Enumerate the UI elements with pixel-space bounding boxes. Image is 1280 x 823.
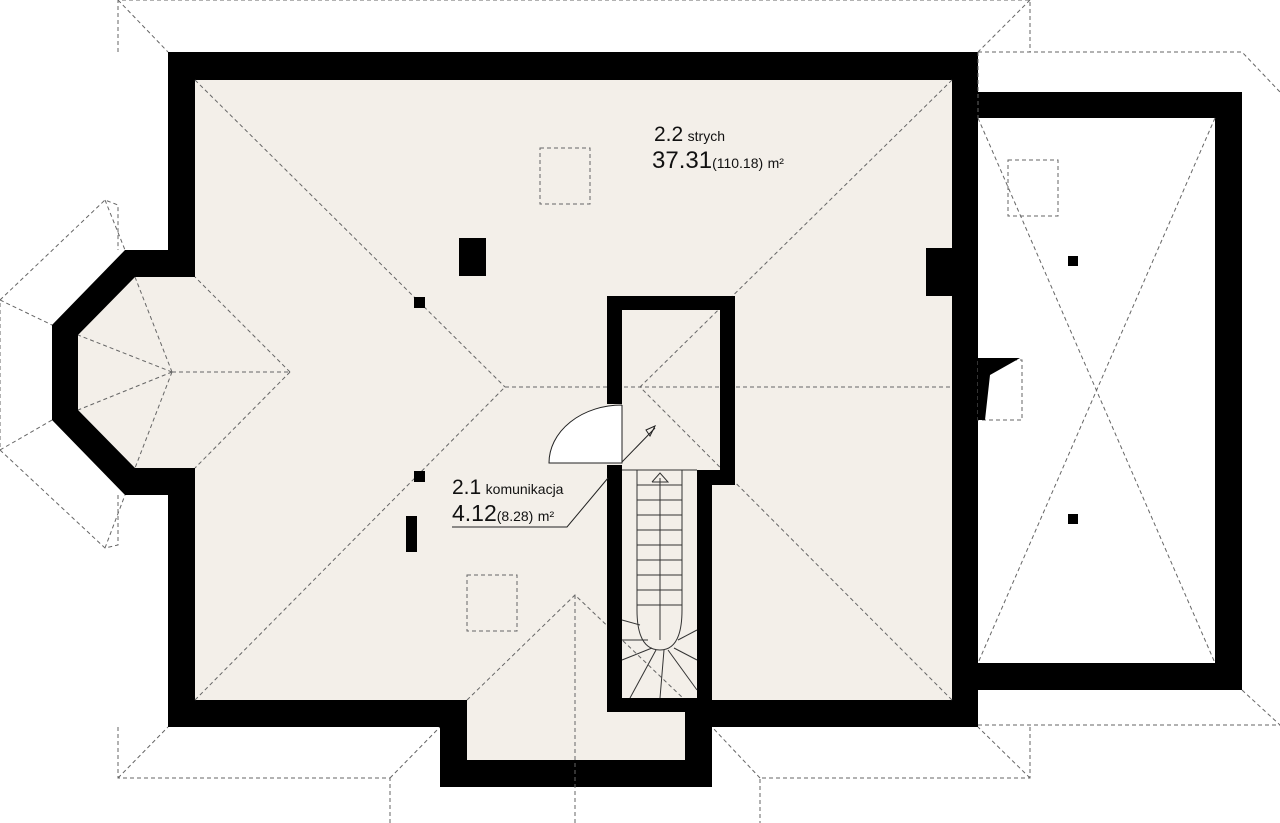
- room-name: komunikacja: [485, 481, 564, 497]
- post: [406, 516, 417, 552]
- room-label-komunikacja: 2.1 komunikacja: [452, 477, 563, 498]
- staircase: [621, 469, 698, 699]
- room-number: 2.2: [654, 123, 684, 146]
- skylight: [466, 574, 518, 632]
- skylight: [539, 147, 591, 205]
- direction-arrow: [621, 427, 656, 463]
- door-swing[interactable]: [548, 404, 623, 464]
- room-area-total: (8.28): [496, 508, 534, 524]
- room-area-komunikacja: 4.12(8.28) m²: [452, 502, 554, 525]
- stair-core: [607, 296, 735, 712]
- room-number: 2.1: [452, 476, 482, 499]
- room-area-strych: 37.31(110.18) m²: [652, 149, 784, 173]
- room-area-total: (110.18): [712, 155, 764, 171]
- attic-floor: [78, 80, 952, 760]
- post: [1068, 256, 1078, 266]
- post: [414, 471, 425, 482]
- label-leader: [452, 477, 609, 528]
- room-area: 37.31: [652, 147, 713, 174]
- room-area: 4.12: [452, 500, 497, 526]
- area-unit: m²: [767, 155, 784, 171]
- post: [1068, 514, 1078, 524]
- wall-fragment: [978, 358, 1020, 420]
- area-unit: m²: [537, 508, 555, 524]
- post: [414, 297, 425, 308]
- chimney: [459, 238, 486, 276]
- room-label-strych: 2.2 strych: [654, 124, 725, 145]
- chimney: [926, 248, 952, 296]
- room-name: strych: [687, 128, 725, 144]
- skylight: [1007, 159, 1059, 217]
